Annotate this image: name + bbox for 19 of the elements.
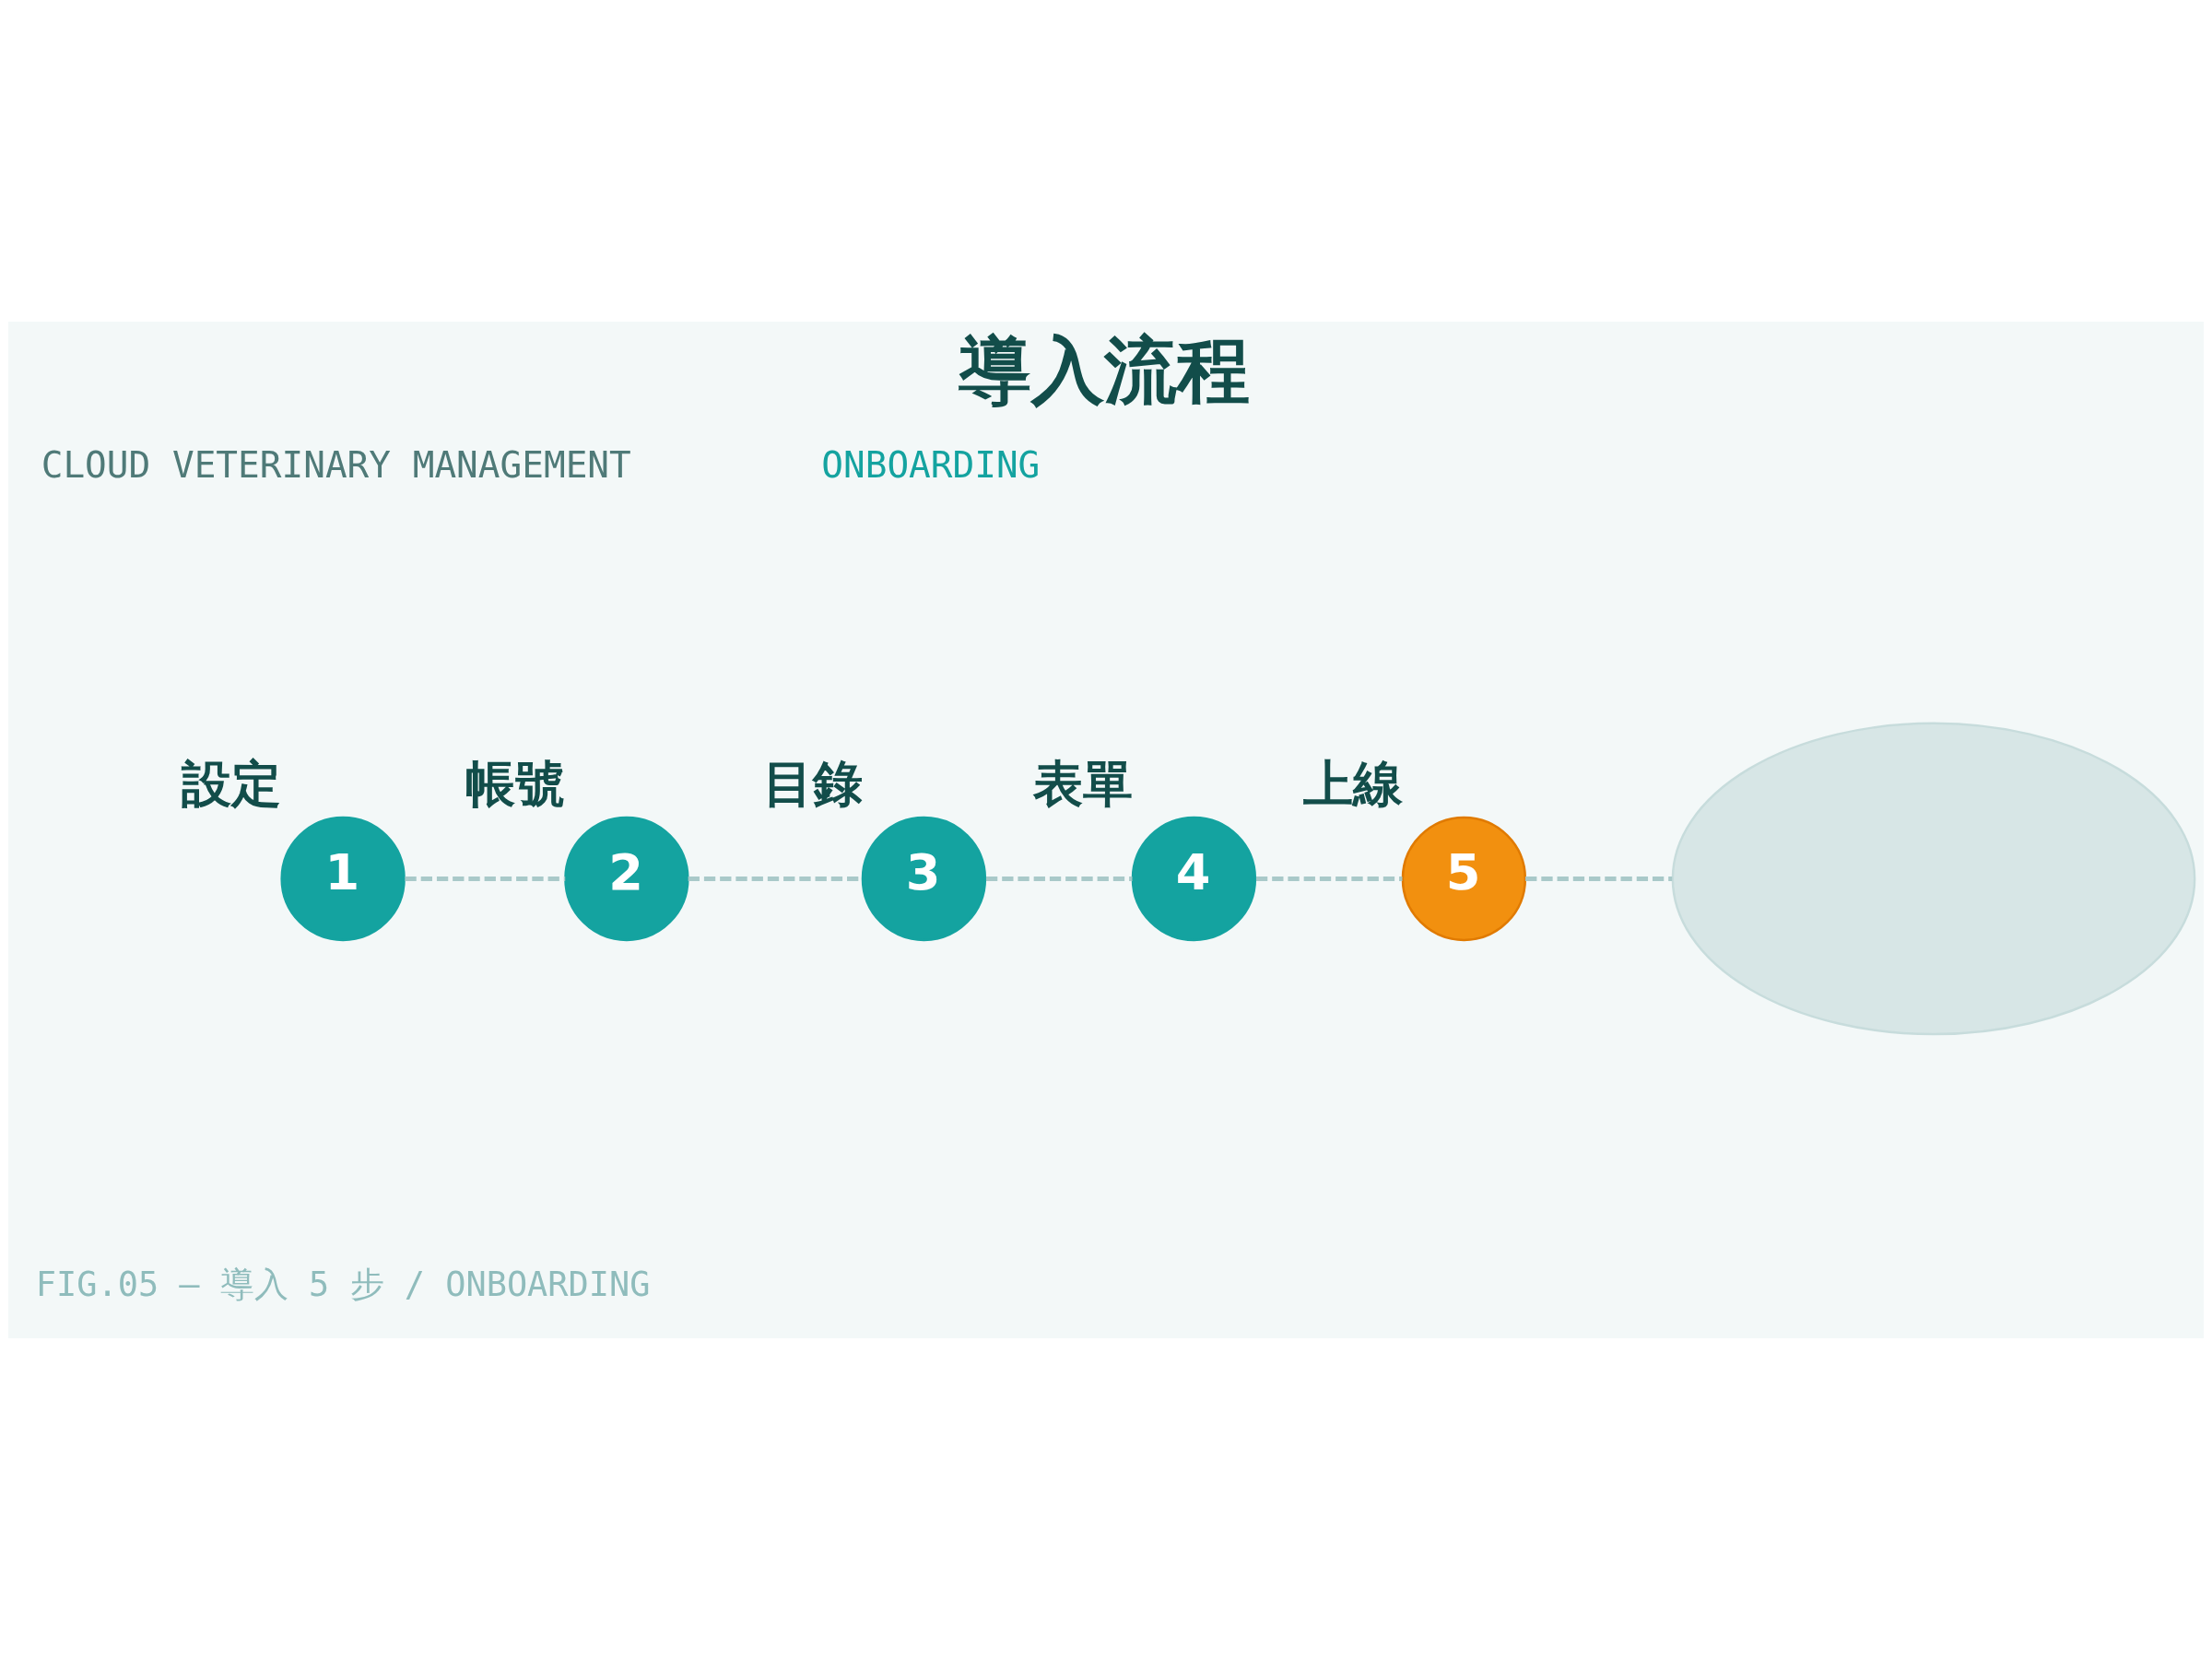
node-circle: 3 [861, 816, 987, 941]
node-label: 表單 [1032, 754, 1133, 813]
node-circle: 2 [564, 816, 689, 941]
node-label: 目錄 [762, 754, 863, 813]
node-circle: 5 [1401, 816, 1527, 941]
node-circle: 4 [1131, 816, 1257, 941]
connector [1255, 876, 1403, 881]
node-label: 上線 [1302, 754, 1403, 813]
label: CLOUD VETERINARY MANAGEMENT [41, 442, 631, 486]
label: ONBOARDING [821, 442, 1041, 486]
node-label: 設定 [182, 754, 282, 813]
caption: FIG.05 — 導入 5 步 / ONBOARDING [35, 1264, 651, 1304]
diagram-title: 導入流程 [958, 327, 1250, 413]
connector [1525, 876, 1673, 881]
node-circle: 1 [280, 816, 406, 941]
node-cloud [1671, 722, 2196, 1035]
node-label: 帳號 [465, 754, 566, 813]
connector [405, 876, 566, 881]
connector [985, 876, 1133, 881]
